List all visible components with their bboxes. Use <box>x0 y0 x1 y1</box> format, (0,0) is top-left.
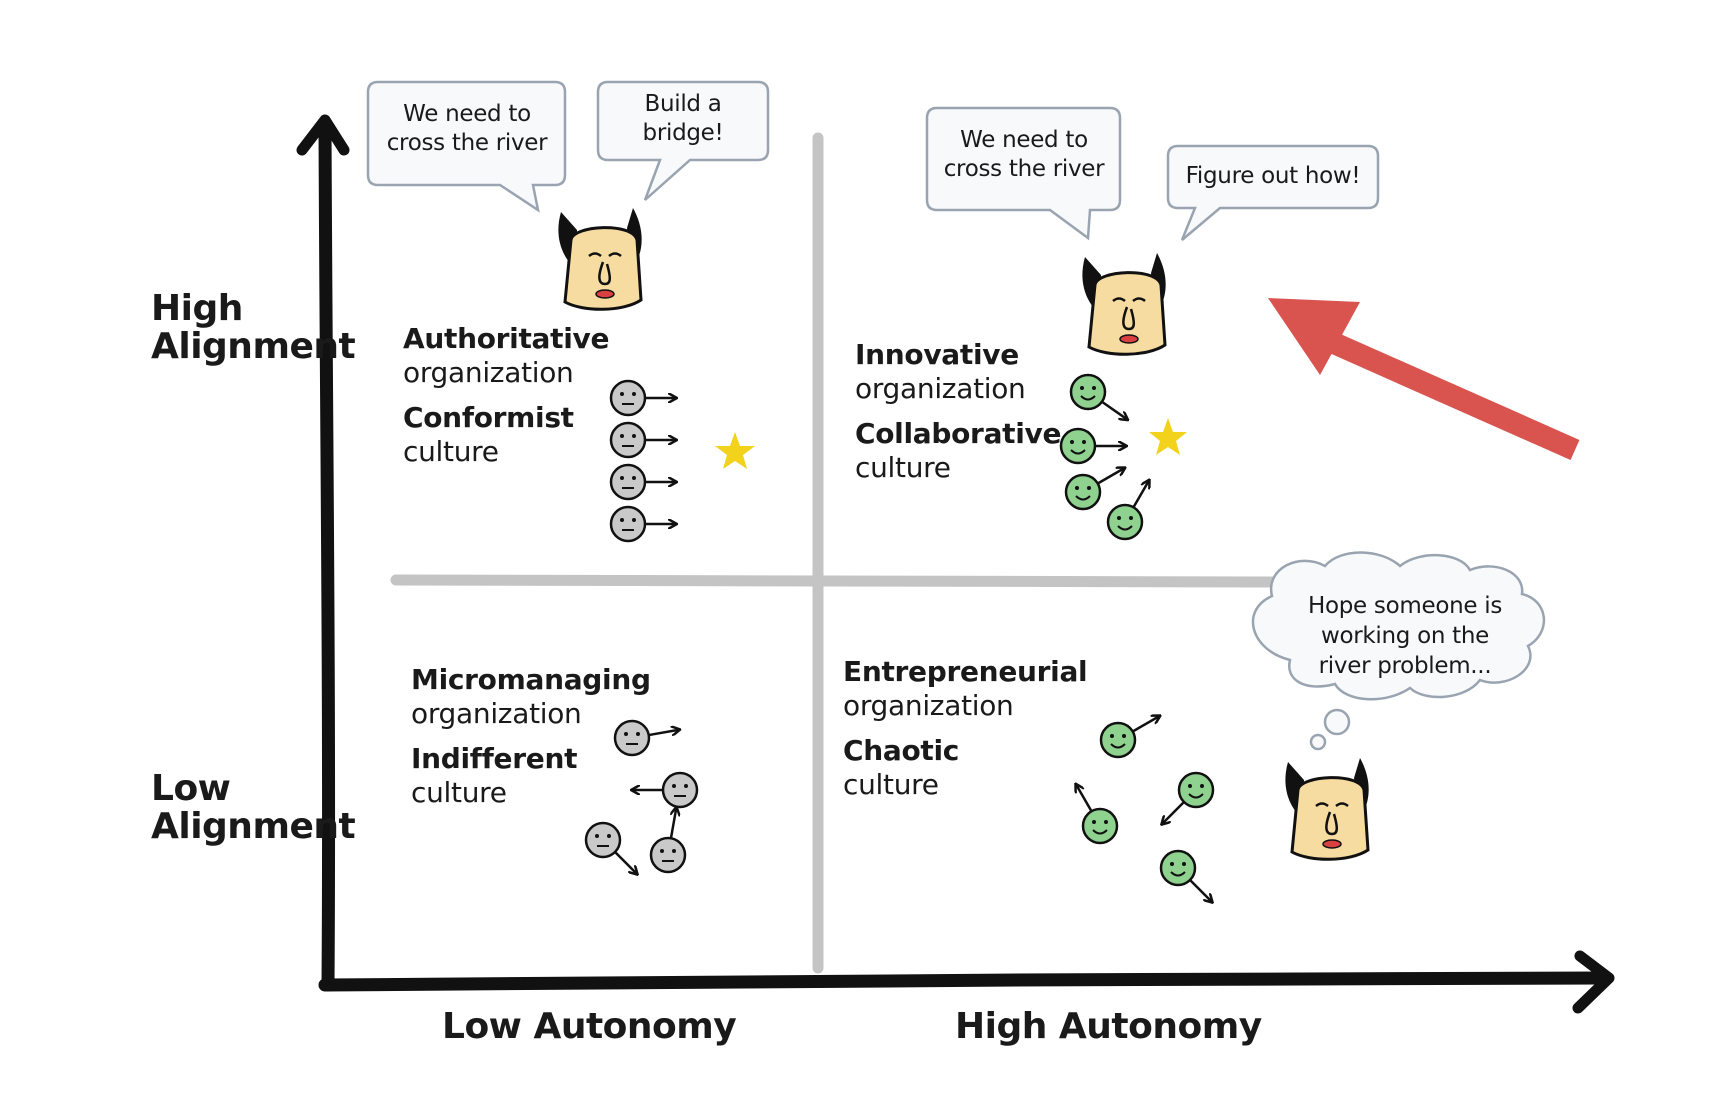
neutral-employee-icon <box>613 719 678 757</box>
bubble-line: bridge! <box>642 119 724 146</box>
speech-bubble-tl-1 <box>366 80 567 213</box>
neutral-employee-icon <box>609 379 675 417</box>
quadrant-bottom-left-labels: Micromanaging organization Indifferent c… <box>411 663 651 809</box>
speech-bubble-tr-2-text: Figure out how! <box>1170 162 1376 191</box>
boss-character <box>558 208 643 311</box>
x-axis-label-low: Low Autonomy <box>442 1006 737 1047</box>
org-label: organization <box>843 688 1014 722</box>
culture-type-label: Chaotic <box>843 734 960 768</box>
speech-bubble-tr-1 <box>925 106 1122 241</box>
thought-cloud <box>1251 551 1545 751</box>
x-axis <box>318 950 1615 1014</box>
culture-type-label: Indifferent <box>411 742 578 776</box>
happy-employee-icon <box>1069 373 1127 419</box>
bubble-line: Figure out how! <box>1185 163 1361 189</box>
bubble-line: We need to <box>960 127 1088 153</box>
org-label: organization <box>411 696 582 730</box>
speech-bubble-tl-2-text: Build a bridge! <box>600 90 766 148</box>
star-icon <box>715 432 755 469</box>
y-axis-label-high-line1: High <box>151 288 243 329</box>
happy-employee-icon <box>1163 771 1215 823</box>
culture-label: culture <box>855 450 951 484</box>
culture-label: culture <box>403 434 499 468</box>
speech-bubble-tr-2 <box>1166 144 1380 241</box>
bubble-line: river problem... <box>1318 652 1492 679</box>
quadrant-top-right-labels: Innovative organization Collaborative cu… <box>855 338 1061 484</box>
bubble-line: working on the <box>1320 622 1490 649</box>
happy-employee-icon <box>1159 849 1211 901</box>
neutral-employee-icon <box>609 463 675 501</box>
boss-character <box>1285 758 1370 861</box>
happy-employee-icon <box>1106 481 1149 541</box>
org-type-label: Authoritative <box>403 322 610 355</box>
speech-bubble-tl-1-text: We need to cross the river <box>370 100 564 158</box>
quadrant-divider-horizontal <box>390 574 1281 588</box>
y-axis-label-low-line2: Alignment <box>151 805 356 847</box>
culture-label: culture <box>843 767 939 801</box>
happy-employee-icon <box>1099 717 1159 759</box>
bubble-line: cross the river <box>943 155 1105 182</box>
culture-label: culture <box>411 775 507 809</box>
x-axis-label-high: High Autonomy <box>955 1006 1262 1047</box>
highlight-arrow <box>1268 298 1580 461</box>
bubble-line: Build a <box>644 91 722 117</box>
org-type-label: Micromanaging <box>411 663 651 696</box>
y-axis <box>296 114 350 992</box>
happy-employee-icon <box>1064 469 1124 511</box>
neutral-employee-icon <box>649 809 687 874</box>
bubble-line: We need to <box>403 101 531 127</box>
quadrant-top-left-labels: Authoritative organization Conformist cu… <box>403 322 609 468</box>
star-icon <box>1149 418 1187 455</box>
culture-type-label: Collaborative <box>855 417 1062 451</box>
speech-bubble-tr-1-text: We need to cross the river <box>929 126 1119 184</box>
neutral-employee-icon <box>584 821 636 873</box>
y-axis-label-high: High Alignment <box>151 288 356 367</box>
happy-employee-icon <box>1077 785 1119 845</box>
culture-type-label: Conformist <box>403 401 574 435</box>
neutral-employee-icon <box>633 771 699 809</box>
org-type-label: Entrepreneurial <box>843 655 1088 688</box>
quadrant-bottom-right-labels: Entrepreneurial organization Chaotic cul… <box>843 655 1088 801</box>
y-axis-label-low-line1: Low <box>151 768 231 809</box>
employee-figures <box>584 373 1215 901</box>
neutral-employee-icon <box>609 505 675 543</box>
boss-character <box>1082 253 1167 356</box>
happy-employee-icon <box>1059 427 1125 465</box>
speech-bubble-tl-2 <box>596 80 770 201</box>
neutral-employee-icon <box>609 421 675 459</box>
org-label: organization <box>403 355 574 389</box>
org-label: organization <box>855 371 1026 405</box>
y-axis-label-high-line2: Alignment <box>151 325 356 367</box>
thought-cloud-text: Hope someone is working on the river pro… <box>1290 592 1520 682</box>
bubble-line: cross the river <box>386 129 548 156</box>
org-type-label: Innovative <box>855 338 1019 371</box>
y-axis-label-low: Low Alignment <box>151 768 356 847</box>
bubble-line: Hope someone is <box>1307 593 1503 619</box>
